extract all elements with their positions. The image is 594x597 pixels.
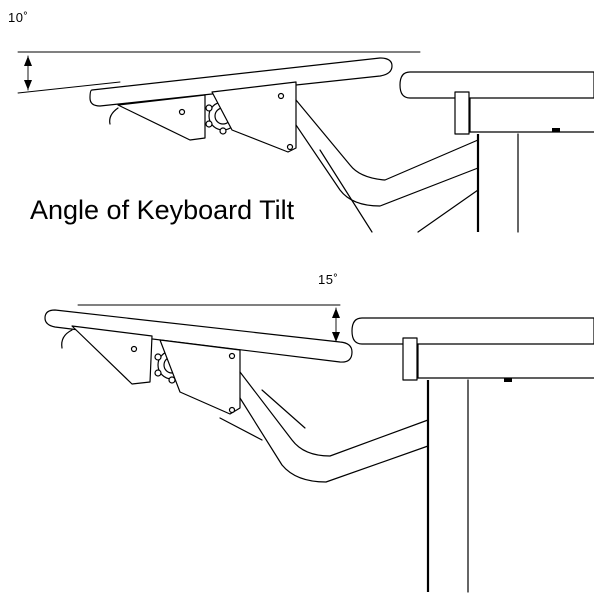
bracket-bolt-3-top <box>286 143 294 151</box>
desk-foot-top <box>552 128 560 132</box>
arm-lower-bottom <box>239 397 429 483</box>
right-bracket-bottom <box>159 339 241 415</box>
bracket-bolt-bottom <box>130 345 138 353</box>
arrowhead-up-bottom <box>332 308 340 318</box>
arm-upper-top <box>295 99 479 181</box>
arm-strut-top <box>319 149 373 233</box>
arrowhead-up-top <box>24 56 32 66</box>
cable-bottom <box>61 329 73 349</box>
arrowhead-down-top <box>24 80 32 90</box>
left-bracket-top <box>117 94 206 141</box>
arm-upper-bottom <box>239 371 429 457</box>
bracket-bolt-top <box>178 108 186 116</box>
arm-strut-bottom <box>219 417 263 441</box>
top-angle-label: 10˚ <box>8 10 29 25</box>
bracket-bolt-3-bottom <box>228 406 236 414</box>
bottom-angle-label: 15˚ <box>318 272 339 287</box>
bracket-bolt-2-bottom <box>228 352 236 360</box>
cable-top <box>109 107 119 125</box>
desk-bracket-bottom <box>402 337 418 381</box>
left-bracket-bottom <box>71 325 153 385</box>
bracket-bolt-2-top <box>277 92 285 100</box>
arm-lower-top <box>295 124 479 207</box>
desk-bracket-top <box>454 91 470 135</box>
diagram-caption: Angle of Keyboard Tilt <box>30 195 295 225</box>
right-bracket-top <box>211 81 297 153</box>
desk-foot-bottom <box>504 378 512 382</box>
tilt-15-group <box>44 304 594 593</box>
desk-surface-top <box>399 71 594 99</box>
tilt-line-top <box>17 81 121 94</box>
tilt-10-group <box>17 51 594 233</box>
arm-strut-2-bottom <box>261 389 306 429</box>
arm-strut-2-top <box>417 189 479 233</box>
arrowhead-down-bottom <box>332 332 340 342</box>
keyboard-tray-bottom <box>44 309 353 363</box>
keyboard-tray-top <box>89 57 393 107</box>
desk-surface-bottom <box>351 317 594 345</box>
